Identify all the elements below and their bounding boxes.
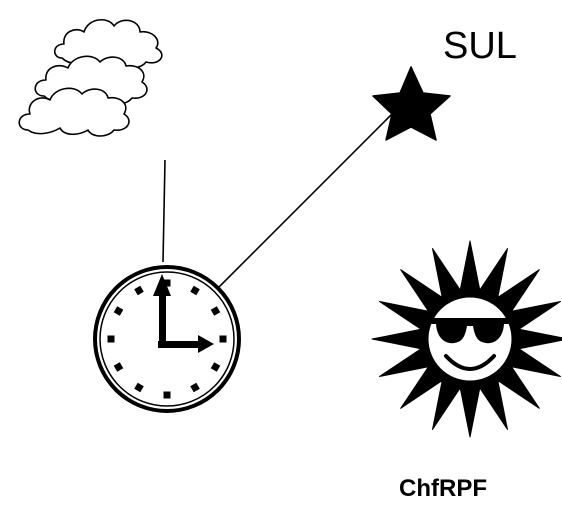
cloud-icon	[19, 20, 162, 136]
clock-hour-mark	[164, 392, 171, 399]
cloud-to-clock-line	[163, 160, 165, 262]
clock-hour-mark	[108, 336, 115, 343]
star-label: SUL	[443, 25, 517, 67]
sun-with-sunglasses-icon	[372, 241, 562, 437]
star-icon	[373, 67, 450, 140]
clock-icon	[95, 267, 239, 411]
sun-label: ChfRPF	[399, 475, 487, 502]
clock-hour-mark	[220, 336, 227, 343]
